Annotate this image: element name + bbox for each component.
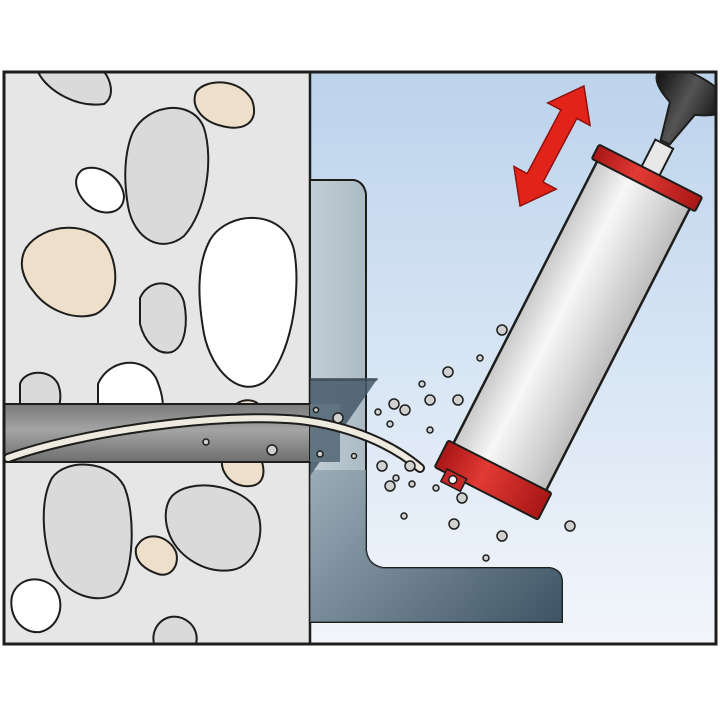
double-headed-arrow-icon [512,84,592,208]
pump-handle [655,72,716,146]
blow-out-tube-fill [5,415,423,471]
hand-pump-icon [434,72,716,521]
pump-top-cap [591,144,703,212]
pump-bottom-cap [434,440,552,521]
drill-hole [4,403,311,463]
diagram-frame [2,70,718,646]
pump-nozzle-hole [448,474,458,485]
steel-bracket-foot [310,470,562,622]
concrete-aggregate [10,72,298,644]
